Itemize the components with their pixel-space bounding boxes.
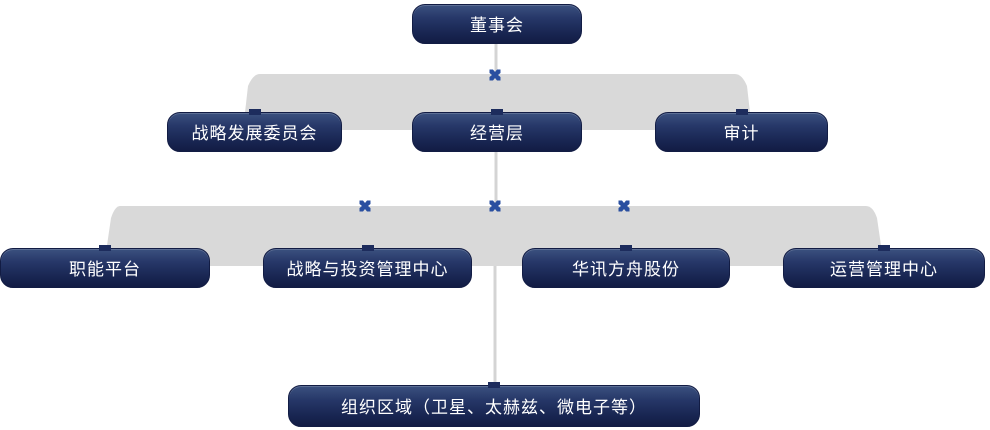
org-node-audit: 审计	[655, 109, 828, 152]
org-node-label: 战略发展委员会	[191, 123, 318, 143]
connector-band-level2	[243, 74, 752, 130]
org-node-strategy-investment-center: 战略与投资管理中心	[263, 245, 472, 288]
org-node-board: 董事会	[412, 4, 582, 44]
org-node-label: 组织区域（卫星、太赫兹、微电子等）	[341, 397, 647, 417]
org-node-label: 职能平台	[69, 259, 141, 279]
org-node-label: 运营管理中心	[830, 259, 938, 279]
org-node-label: 华讯方舟股份	[572, 259, 680, 279]
connector-band-level3	[104, 206, 884, 266]
org-node-strategy-committee: 战略发展委员会	[167, 109, 342, 152]
org-node-label: 董事会	[470, 15, 524, 35]
org-node-functional-platform: 职能平台	[0, 245, 210, 288]
org-node-label: 审计	[723, 123, 760, 143]
org-node-org-regions: 组织区域（卫星、太赫兹、微电子等）	[288, 382, 700, 427]
org-node-management: 经营层	[412, 109, 582, 152]
org-node-label: 战略与投资管理中心	[286, 259, 449, 279]
org-node-operations-center: 运营管理中心	[783, 245, 985, 288]
org-node-label: 经营层	[470, 123, 524, 143]
org-node-huaxun-ark-shares: 华讯方舟股份	[522, 245, 730, 288]
